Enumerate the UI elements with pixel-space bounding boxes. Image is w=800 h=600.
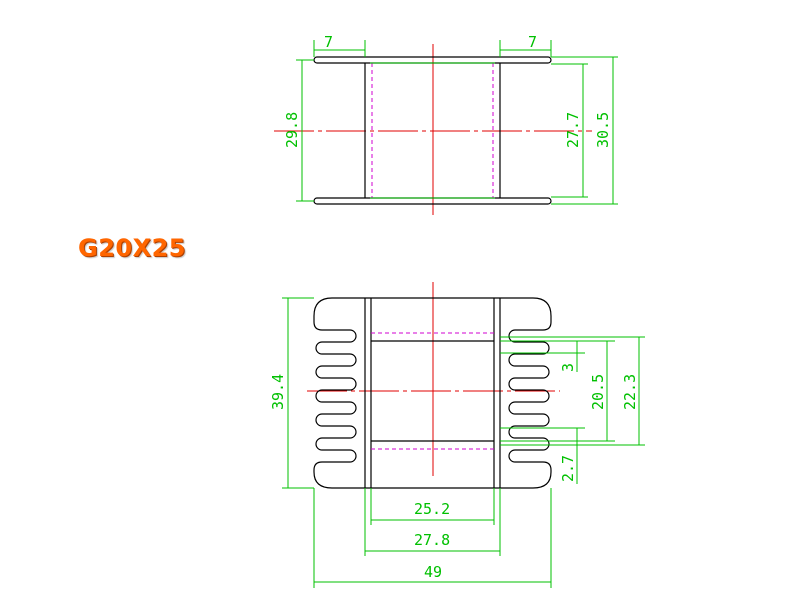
front-view: 39.4 3 20.5 22.3 2.7	[269, 282, 645, 588]
dim-outer-width: 27.8	[414, 531, 450, 549]
left-comb-flange	[313, 297, 365, 489]
part-title: G20X25	[78, 234, 186, 262]
dim-outer-window-height: 22.3	[621, 374, 639, 410]
top-view: 7 7 29.8 27.7 30.5	[274, 33, 618, 215]
dim-total-width: 49	[424, 563, 442, 581]
dim-flange-left: 7	[324, 33, 333, 51]
dim-flange-right: 7	[528, 33, 537, 51]
dim-height-left: 29.8	[283, 112, 301, 148]
dim-slot-gap: 3	[559, 363, 577, 372]
dim-window-height: 20.5	[589, 374, 607, 410]
dim-bottom-gap: 2.7	[559, 455, 577, 482]
dim-inner-width: 25.2	[414, 500, 450, 518]
dim-outer-height: 30.5	[594, 112, 612, 148]
right-comb-flange	[500, 297, 552, 489]
dim-total-height: 39.4	[269, 374, 287, 410]
dim-inner-height: 27.7	[564, 112, 582, 148]
